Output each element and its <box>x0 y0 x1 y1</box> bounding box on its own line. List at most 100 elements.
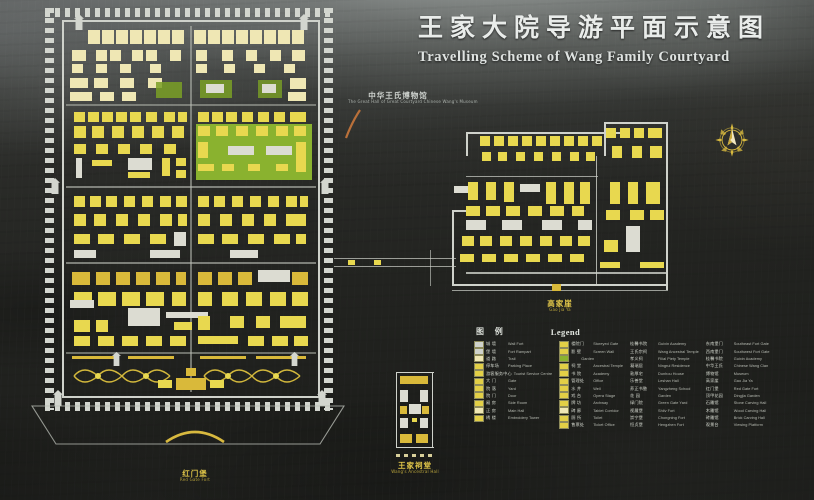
legend-swatch <box>559 385 570 393</box>
museum-label-en: The Great Hall of Great Courtyard Chines… <box>348 99 478 105</box>
legend-item-en: Viewing Platform <box>733 423 764 428</box>
connecting-road-lower <box>334 266 456 268</box>
gjy-wall-w1 <box>466 132 468 156</box>
legend-swatch <box>474 348 484 356</box>
legend-item-en: Office <box>593 379 604 384</box>
legend-item-en: Screen Wall <box>593 349 615 354</box>
legend-item-cn: 观景台 <box>705 422 719 428</box>
legend-item-cn: 西南堡门 <box>705 348 723 354</box>
legend-title-cn: 图 例 <box>476 327 507 336</box>
legend-item-en: Dunhou House <box>658 371 684 376</box>
map-label-gaojiaya: 高家崖 Gao Jia Ya <box>520 299 600 313</box>
legend-item-cn: 院 门 <box>486 392 497 398</box>
legend-item-en: Brick Carving Hall <box>733 416 765 421</box>
legend-item-cn: 桂馨书院 <box>705 355 723 361</box>
hall-scale-bar <box>396 454 434 457</box>
legend-item-en: Opera Stage <box>593 393 616 398</box>
watchtower-se <box>317 390 327 406</box>
legend-item-en: Well <box>593 386 601 391</box>
legend-swatch <box>474 377 484 385</box>
legend-swatch <box>474 355 484 363</box>
access-path-marker <box>344 109 361 139</box>
legend-swatch <box>559 362 570 370</box>
watchtower-nw <box>74 14 84 30</box>
legend-item-en: Chongning Fort <box>658 416 685 421</box>
ancestral-hall-label-cn: 王家祠堂 <box>398 461 432 470</box>
legend-header: 图 例 Legend <box>474 326 744 337</box>
legend-item-cn: 游客服务中心 <box>486 370 512 376</box>
legend-item: 观景台 Viewing Platform <box>706 422 770 428</box>
legend-item-en: Dingjia Garden <box>733 393 760 398</box>
legend-item-en: Yard <box>508 386 516 391</box>
legend-item-cn: 花 园 <box>630 392 641 398</box>
legend-item-cn: 停车场 <box>486 363 499 369</box>
legend-item-cn: 祠 堂 <box>571 363 582 369</box>
legend-swatch <box>474 385 484 393</box>
legend-swatch <box>559 340 570 348</box>
legend-item-cn: 砖雕馆 <box>705 415 719 421</box>
gjy-entry-lane <box>430 250 432 286</box>
legend-item-cn: 影 壁 <box>571 348 582 354</box>
watchtower-mw <box>50 178 60 194</box>
cross-street-4 <box>66 352 316 354</box>
legend-title-en: Legend <box>550 327 581 337</box>
legend-item-cn: 养正书塾 <box>630 385 648 391</box>
legend-item-en: Gao Jia Ya <box>733 379 753 384</box>
legend-swatch <box>559 377 570 385</box>
legend-item-cn: 楼院门 <box>571 341 585 347</box>
main-avenue <box>190 26 192 392</box>
legend-item-cn: 厢 房 <box>486 400 497 406</box>
legend-swatch <box>559 399 570 407</box>
legend-item-cn: 道 路 <box>486 355 497 361</box>
gjy-wall-w-stub <box>452 210 468 212</box>
legend-item-en: Leshan Hall <box>658 379 679 384</box>
cross-street-1 <box>66 104 316 106</box>
legend-swatch <box>559 370 570 378</box>
legend-item-en: Stone Carving Hall <box>733 401 767 406</box>
south-gate-building <box>176 378 206 390</box>
map-label-ancestral-hall: 王家祠堂 Wang's Ancestral Hall <box>375 461 455 475</box>
map-label-hongmenbao: 红门堡 Red Gate Fort <box>155 469 235 483</box>
compass-rose-icon <box>714 122 750 158</box>
legend-item-en: Archway <box>593 401 609 406</box>
legend-swatch <box>559 422 570 429</box>
legend-item-cn: 博物馆 <box>705 370 719 376</box>
map-label-museum: 中华王氏博物馆 The Great Hall of Great Courtyar… <box>348 91 478 105</box>
legend-item-en: Museum <box>733 371 749 376</box>
title-chinese: 王家大院导游平面示意图 <box>418 13 771 42</box>
gjy-wall-mid <box>604 122 606 156</box>
museum-label-cn: 中华王氏博物馆 <box>368 91 428 100</box>
legend-item-cn: 桂馨书院 <box>630 341 648 347</box>
hongmenbao-label-cn: 红门堡 <box>182 469 208 478</box>
legend-item-cn: 碑 廊 <box>571 407 582 413</box>
legend-item: 桂馨书院 Guixin Academy <box>706 356 770 362</box>
gjy-main-gate <box>552 284 561 291</box>
legend-item-cn: 书 院 <box>571 370 582 376</box>
legend-item-en: Guixin Academy <box>658 342 687 347</box>
legend-item-en: Ticket Office <box>593 423 615 428</box>
legend-item-en: Guixin Academy <box>733 356 762 361</box>
legend-item-cn: 管理处 <box>571 378 585 384</box>
legend-item: 桂馨书院 Guixin Academy <box>630 341 699 347</box>
legend-item-cn: 大 门 <box>486 378 497 384</box>
legend-item-en: Shilv Fort <box>658 408 675 413</box>
